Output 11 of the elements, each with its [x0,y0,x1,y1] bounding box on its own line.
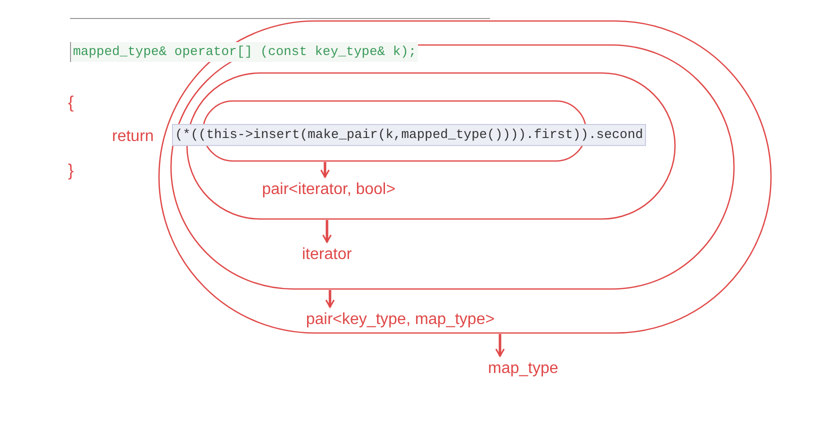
type-label: map_type [488,357,558,381]
code-keyword: return [112,127,154,147]
arrow [322,220,332,243]
type-label: pair<key_type, map_type> [306,308,495,332]
brace: } [68,160,74,182]
type-label: pair<iterator, bool> [262,178,396,202]
arrow [325,290,335,308]
arrow [320,162,330,178]
arrow [495,334,505,357]
brace: { [68,92,74,114]
type-label: iterator [302,243,352,267]
